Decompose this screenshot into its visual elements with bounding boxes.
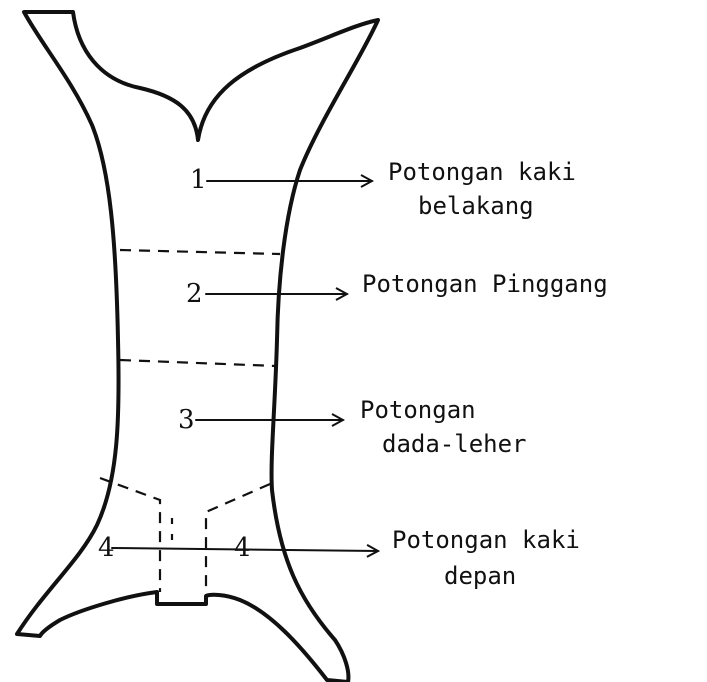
label-2-line-1: Potongan Pinggang <box>362 270 608 298</box>
label-3-line-1: Potongan <box>360 396 476 424</box>
cut-line-2 <box>120 360 276 366</box>
label-1-line-2: belakang <box>418 192 534 220</box>
label-1-line-1: Potongan kaki <box>388 158 576 186</box>
section-number-2: 2 <box>186 279 203 309</box>
section-number-3: 3 <box>178 405 195 435</box>
section-number-4-left: 4 <box>98 533 115 563</box>
section-number-4-right: 4 <box>234 533 251 563</box>
label-3-line-2: dada-leher <box>382 430 527 458</box>
label-4-line-2: depan <box>444 562 516 590</box>
section-number-1: 1 <box>190 165 207 195</box>
carcass-outline <box>17 12 378 682</box>
label-4-line-1: Potongan kaki <box>392 526 580 554</box>
cut-line-1 <box>120 250 280 254</box>
